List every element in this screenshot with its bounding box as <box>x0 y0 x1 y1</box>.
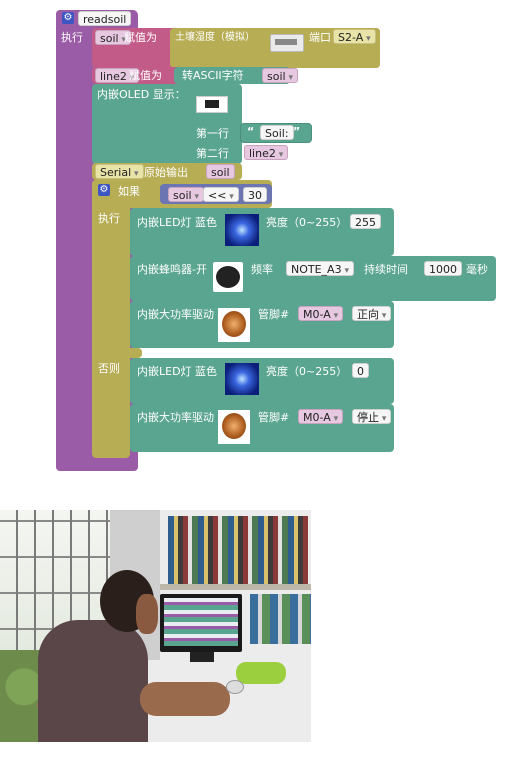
classroom-photo <box>0 510 311 742</box>
soil-port-label: 端口 <box>309 31 331 44</box>
oled-line1-label: 第一行 <box>196 127 229 140</box>
ascii-block[interactable] <box>174 67 290 84</box>
quote-open-icon: “ <box>247 125 255 138</box>
student-arm <box>140 682 230 716</box>
oled-title: 内嵌OLED 显示： <box>97 88 186 101</box>
else-led-label: 内嵌LED灯 蓝色 <box>137 365 218 378</box>
if-else-label: 否则 <box>98 362 120 375</box>
soil-sensor-label: 土壤湿度（模拟） <box>175 32 255 43</box>
student-face <box>136 594 158 634</box>
function-exec-label: 执行 <box>61 31 83 44</box>
oled-line2-label: 第二行 <box>196 147 229 160</box>
compare-left-var[interactable]: soil <box>168 187 204 202</box>
if-then-label: 执行 <box>98 212 120 225</box>
soil-port-select[interactable]: S2-A <box>333 29 376 44</box>
then-buzzer-freq-label: 频率 <box>251 263 273 276</box>
compare-operator[interactable]: << <box>203 187 239 202</box>
serial-arg[interactable]: soil <box>206 164 235 179</box>
assign-soil-assign: 赋值为 <box>124 31 157 44</box>
function-bottom-cap <box>56 458 138 471</box>
else-motor-label: 内嵌大功率驱动 <box>137 411 214 424</box>
else-motor-pin-label: 管脚# <box>258 411 290 424</box>
monitor-stand <box>190 652 214 662</box>
shelf-items <box>250 594 311 644</box>
buzzer-image <box>213 262 243 292</box>
assign-line2-var[interactable]: line2 <box>95 68 140 83</box>
then-led-label: 内嵌LED灯 蓝色 <box>137 216 218 229</box>
else-led-brightness-label: 亮度（0~255） <box>266 365 348 378</box>
student-body <box>38 620 148 742</box>
then-buzzer-duration[interactable]: 1000 <box>424 261 462 276</box>
quote-close-icon: ” <box>293 125 301 138</box>
else-motor-pin[interactable]: M0-A <box>298 409 344 424</box>
mouse <box>226 680 244 694</box>
else-motor-block[interactable] <box>130 404 394 452</box>
soil-sensor-image <box>270 34 304 52</box>
if-gear-icon[interactable]: ⚙ <box>98 184 110 196</box>
then-motor-pin-label: 管脚# <box>258 308 290 321</box>
serial-select[interactable]: Serial <box>95 164 144 179</box>
then-motor-direction[interactable]: 正向 <box>352 306 392 321</box>
then-led-value[interactable]: 255 <box>350 214 381 229</box>
if-label: 如果 <box>118 185 140 198</box>
else-coil-image <box>218 410 250 444</box>
pencil-case <box>236 662 286 684</box>
serial-label: 原始输出 <box>144 166 188 179</box>
then-motor-pin[interactable]: M0-A <box>298 306 344 321</box>
monitor-screen <box>164 598 238 646</box>
else-led-value[interactable]: 0 <box>352 363 369 378</box>
then-motor-label: 内嵌大功率驱动 <box>137 308 214 321</box>
else-motor-direction[interactable]: 停止 <box>352 409 392 424</box>
compare-right-value[interactable]: 30 <box>243 187 267 202</box>
if-else-divider <box>92 348 142 358</box>
coil-image <box>218 308 250 342</box>
then-buzzer-label: 内嵌蜂鸣器-开 <box>137 263 207 276</box>
ascii-arg[interactable]: soil <box>262 68 298 83</box>
then-buzzer-duration-label: 持续时间 <box>364 263 408 276</box>
function-name[interactable]: readsoil <box>78 11 132 26</box>
oled-image <box>196 96 228 113</box>
then-buzzer-note[interactable]: NOTE_A3 <box>286 261 354 276</box>
then-buzzer-unit: 毫秒 <box>466 263 488 276</box>
assign-soil-var[interactable]: soil <box>95 30 131 45</box>
ascii-label: 转ASCII字符 <box>182 69 244 82</box>
oled-line1-value[interactable]: Soil: <box>260 125 294 140</box>
then-led-brightness-label: 亮度（0~255） <box>266 216 348 229</box>
block-canvas: ⚙ readsoil 执行 soil 赋值为 土壤湿度（模拟） 端口 S2-A … <box>0 0 519 480</box>
books <box>168 516 308 584</box>
then-led-image <box>225 214 259 246</box>
assign-line2-assign: 赋值为 <box>129 69 162 82</box>
then-motor-block[interactable] <box>130 301 394 348</box>
if-block[interactable] <box>92 180 130 458</box>
else-led-image <box>225 363 259 395</box>
gear-icon[interactable]: ⚙ <box>62 12 74 24</box>
else-led-block[interactable] <box>130 358 394 404</box>
shelf-board <box>160 584 311 590</box>
oled-line2-value[interactable]: line2 <box>244 145 289 160</box>
